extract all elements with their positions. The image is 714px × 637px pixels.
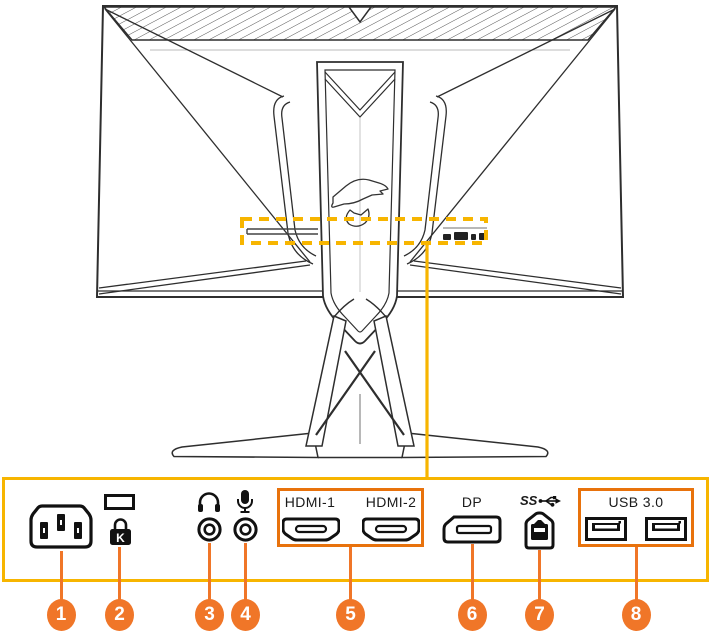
kensington-lock-icon: K [110,518,131,545]
leader-4 [244,543,247,601]
callout-3: 3 [195,599,224,631]
headphone-jack-icon [197,517,222,542]
microphone-icon [237,490,253,513]
usb30-group-box [578,488,694,547]
callout-3-number: 3 [204,604,215,625]
callout-4: 4 [231,599,260,631]
hdmi-2-label: HDMI-2 [365,494,417,510]
usb-b-port-icon [524,511,555,550]
vent-grille [102,6,618,41]
ac-power-inlet-icon [29,504,93,549]
headphone-icon [198,492,220,512]
leader-3 [208,543,211,601]
microphone-jack-icon [233,517,258,542]
top-notch [347,6,373,24]
port-area-highlight-box [240,217,488,245]
hdmi-group-box [277,488,424,547]
dp-label: DP [461,494,483,510]
callout-2: 2 [105,599,134,631]
callout-7: 7 [525,599,554,631]
callout-1: 1 [46,599,76,631]
stand-legs [305,298,415,447]
hdmi-1-label: HDMI-1 [284,494,336,510]
callout-5-number: 5 [345,604,356,625]
kensington-k-letter: K [116,531,125,545]
superspeed-trident-icon [538,496,561,507]
hdmi-1-port-icon [282,517,340,542]
superspeed-label: SS [520,493,538,508]
callout-4-number: 4 [240,604,251,625]
stand-base [171,432,549,459]
hdmi-2-port-icon [362,517,420,542]
leader-2 [118,547,121,601]
leader-8 [634,547,638,601]
leader-1 [59,551,63,601]
stand-column-shield [316,61,404,345]
callout-8-number: 8 [630,604,642,625]
callout-1-number: 1 [55,604,67,625]
shell-facet-lines [98,8,622,295]
usb30-label: USB 3.0 [608,494,664,510]
usb-a-port-1-icon [585,517,627,541]
leader-6 [470,544,474,601]
leader-7 [538,550,541,601]
leader-5 [349,547,352,601]
usb-a-port-2-icon [645,517,687,541]
monitor-back-illustration [95,5,625,477]
callout-6-number: 6 [466,604,478,625]
callout-7-number: 7 [534,604,545,625]
kensington-slot [104,494,135,510]
callout-6: 6 [457,599,487,631]
callout-8: 8 [621,599,651,631]
callout-5: 5 [336,599,365,631]
dp-port-icon [442,515,502,544]
side-plates [273,95,447,265]
callout-2-number: 2 [114,604,125,625]
